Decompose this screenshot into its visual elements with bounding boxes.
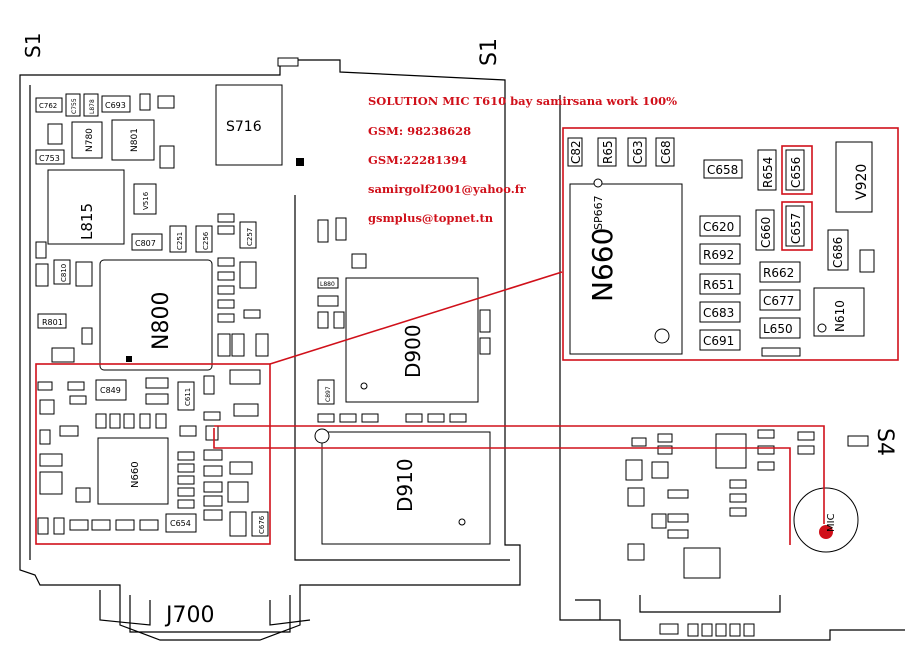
c849-label: C849 [100, 386, 121, 395]
c654-label: C654 [170, 519, 191, 528]
n780-label: N780 [85, 128, 95, 152]
v920-label: V920 [854, 164, 870, 200]
c753-label: C753 [39, 154, 60, 163]
left-section: C762 C755 L878 C693 N780 N801 C753 S716 … [35, 57, 304, 371]
c658-label: C658 [707, 163, 738, 177]
zoom-inset: C82 R65 C63 C68 N660 SP667 C658 R654 C65… [567, 137, 875, 357]
c755-label: C755 [71, 98, 78, 114]
c660-label: C660 [759, 217, 773, 248]
s716-label: S716 [226, 119, 262, 135]
c897-label: C897 [325, 386, 332, 402]
mic-label: MIC [826, 513, 837, 532]
c691-label: C691 [703, 334, 734, 348]
s1-label: S1 [477, 38, 502, 66]
l815-label: L815 [78, 203, 96, 240]
c611-label: C611 [184, 388, 192, 406]
note-gsm-2: GSM:22281394 [368, 153, 468, 167]
c256-label: C256 [202, 231, 210, 250]
c657-label: C657 [789, 213, 803, 244]
sp667-label: SP667 [592, 195, 605, 230]
c656-highlight [781, 145, 813, 195]
r662-label: R662 [763, 266, 794, 280]
c693-label: C693 [105, 101, 126, 110]
c676-label: C676 [258, 515, 266, 534]
right-section: MIC [625, 429, 869, 637]
n801-label: N801 [130, 128, 140, 152]
n660-label: N660 [130, 461, 141, 488]
c683-label: C683 [703, 306, 734, 320]
n660-zoom-label: N660 [586, 228, 619, 302]
note-solution: SOLUTION MIC T610 bay samirsana work 100… [368, 94, 678, 108]
zoom-top-label-3: C63 [631, 140, 645, 164]
zoom-top-label-2: R65 [601, 140, 615, 164]
v516-label: V516 [142, 191, 150, 210]
l880-label: L880 [320, 281, 335, 288]
c807-label: C807 [135, 239, 156, 248]
l650-label: L650 [763, 322, 793, 336]
n660-highlight-box [35, 363, 271, 545]
note-email-2: gsmplus@topnet.tn [368, 211, 494, 225]
board-outline [19, 59, 905, 641]
zoom-top-label-4: C68 [659, 140, 673, 164]
r801-label: R801 [42, 318, 63, 327]
n800-label: N800 [149, 292, 174, 350]
s4-label: S4 [872, 428, 897, 456]
mic-pad [819, 525, 833, 539]
c251-label: C251 [176, 232, 184, 250]
c762-label: C762 [39, 102, 57, 110]
j700-label: J700 [164, 603, 214, 628]
c620-label: C620 [703, 220, 734, 234]
c257-label: C257 [246, 228, 254, 246]
d910-label: D910 [393, 458, 417, 512]
zoom-top-label-1: C82 [569, 140, 583, 164]
note-email-1: samirgolf2001@yahoo.fr [368, 182, 526, 196]
r692-label: R692 [703, 248, 734, 262]
note-gsm-1: GSM: 98238628 [368, 124, 472, 138]
c810-label: C810 [60, 264, 68, 282]
c677-label: C677 [763, 294, 794, 308]
r651-label: R651 [703, 278, 734, 292]
middle-section: L880 D900 C897 D910 J700 [164, 217, 491, 628]
zoom-inset-box [562, 127, 899, 361]
c686-label: C686 [831, 237, 845, 268]
r654-label: R654 [761, 157, 775, 188]
l878-label: L878 [89, 99, 96, 114]
c656-label: C656 [789, 157, 803, 188]
s1-left-label: S1 [21, 33, 45, 58]
n660-area: C849 C611 N660 C676 C654 [37, 369, 269, 537]
n610-label: N610 [833, 300, 847, 332]
d900-label: D900 [401, 324, 425, 378]
c657-highlight [781, 201, 813, 251]
red-traces [213, 271, 825, 545]
